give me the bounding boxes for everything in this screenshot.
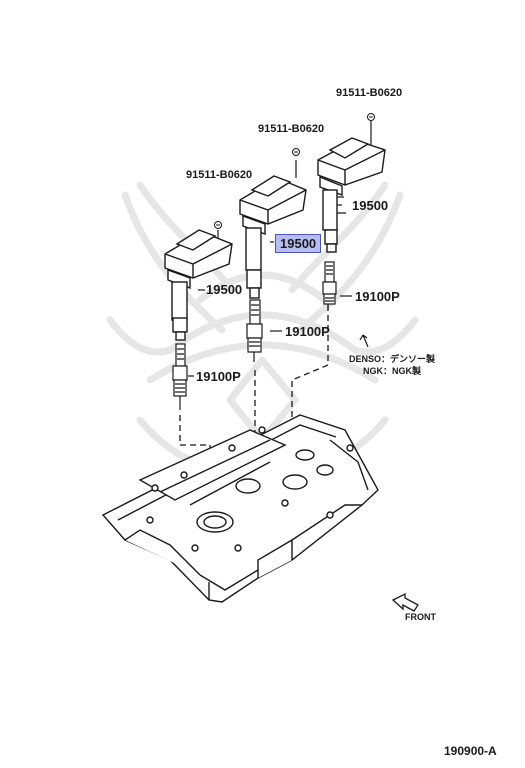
bolt-left — [214, 221, 222, 229]
front-label: FRONT — [405, 612, 436, 622]
plug-mid-part-number: 19100P — [285, 324, 330, 339]
bolt-right — [367, 113, 375, 121]
maker-note-ngk: NGK：NGK製 — [363, 366, 421, 376]
ignition-coil-right — [317, 137, 386, 253]
bolt-mid-part-number: 91511-B0620 — [258, 123, 325, 135]
bolt-right-part-number: 91511-B0620 — [336, 87, 403, 99]
bolt-mid — [292, 148, 300, 156]
bolt-left-part-number: 91511-B0620 — [186, 169, 253, 181]
spark-plug-left — [172, 343, 188, 410]
ignition-coil-left — [164, 229, 233, 341]
front-arrow-icon — [391, 592, 419, 612]
diagram-code: 190900-A — [444, 744, 497, 758]
spark-plug-right — [322, 261, 337, 310]
ignition-coil-middle — [239, 175, 307, 299]
coil-mid-part-number-highlight[interactable]: 19500 — [274, 234, 322, 253]
cylinder-head-cover — [101, 414, 379, 603]
plug-left-part-number: 19100P — [196, 369, 241, 384]
plug-right-part-number: 19100P — [355, 289, 400, 304]
maker-note-denso: DENSO：デンソー製 — [349, 354, 436, 364]
coil-left-part-number: 19500 — [206, 282, 243, 297]
spark-plug-middle — [246, 299, 263, 362]
maker-note-pointer — [359, 334, 369, 348]
coil-right-part-number: 19500 — [352, 198, 389, 213]
